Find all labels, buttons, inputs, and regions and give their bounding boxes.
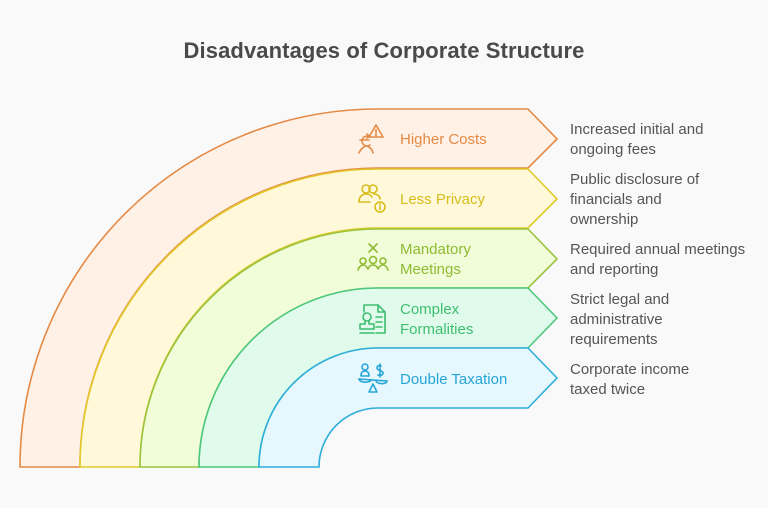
description-double-taxation: Corporate income taxed twice [570, 361, 690, 398]
label-double-taxation: Double Taxation [400, 371, 508, 388]
label-complex-formalities: Complex Formalities [400, 301, 474, 338]
band-double-taxation [258, 347, 559, 468]
description-higher-costs: Increased initial and ongoing fees [570, 121, 704, 158]
document-stamp-icon [359, 304, 386, 334]
label-less-privacy: Less Privacy [400, 191, 486, 208]
meeting-people-icon [357, 243, 389, 271]
description-complex-formalities: Strict legal and administrative requirem… [570, 291, 670, 348]
page-title: Disadvantages of Corporate Structure [183, 38, 585, 63]
euro-warning-icon [358, 124, 384, 154]
description-mandatory-meetings: Required annual meetings and reporting [570, 241, 746, 278]
label-higher-costs: Higher Costs [400, 131, 487, 148]
label-mandatory-meetings: Mandatory Meetings [400, 241, 471, 278]
description-less-privacy: Public disclosure of financials and owne… [570, 171, 700, 228]
users-info-icon [358, 184, 386, 213]
scale-dollar-icon [358, 363, 388, 393]
